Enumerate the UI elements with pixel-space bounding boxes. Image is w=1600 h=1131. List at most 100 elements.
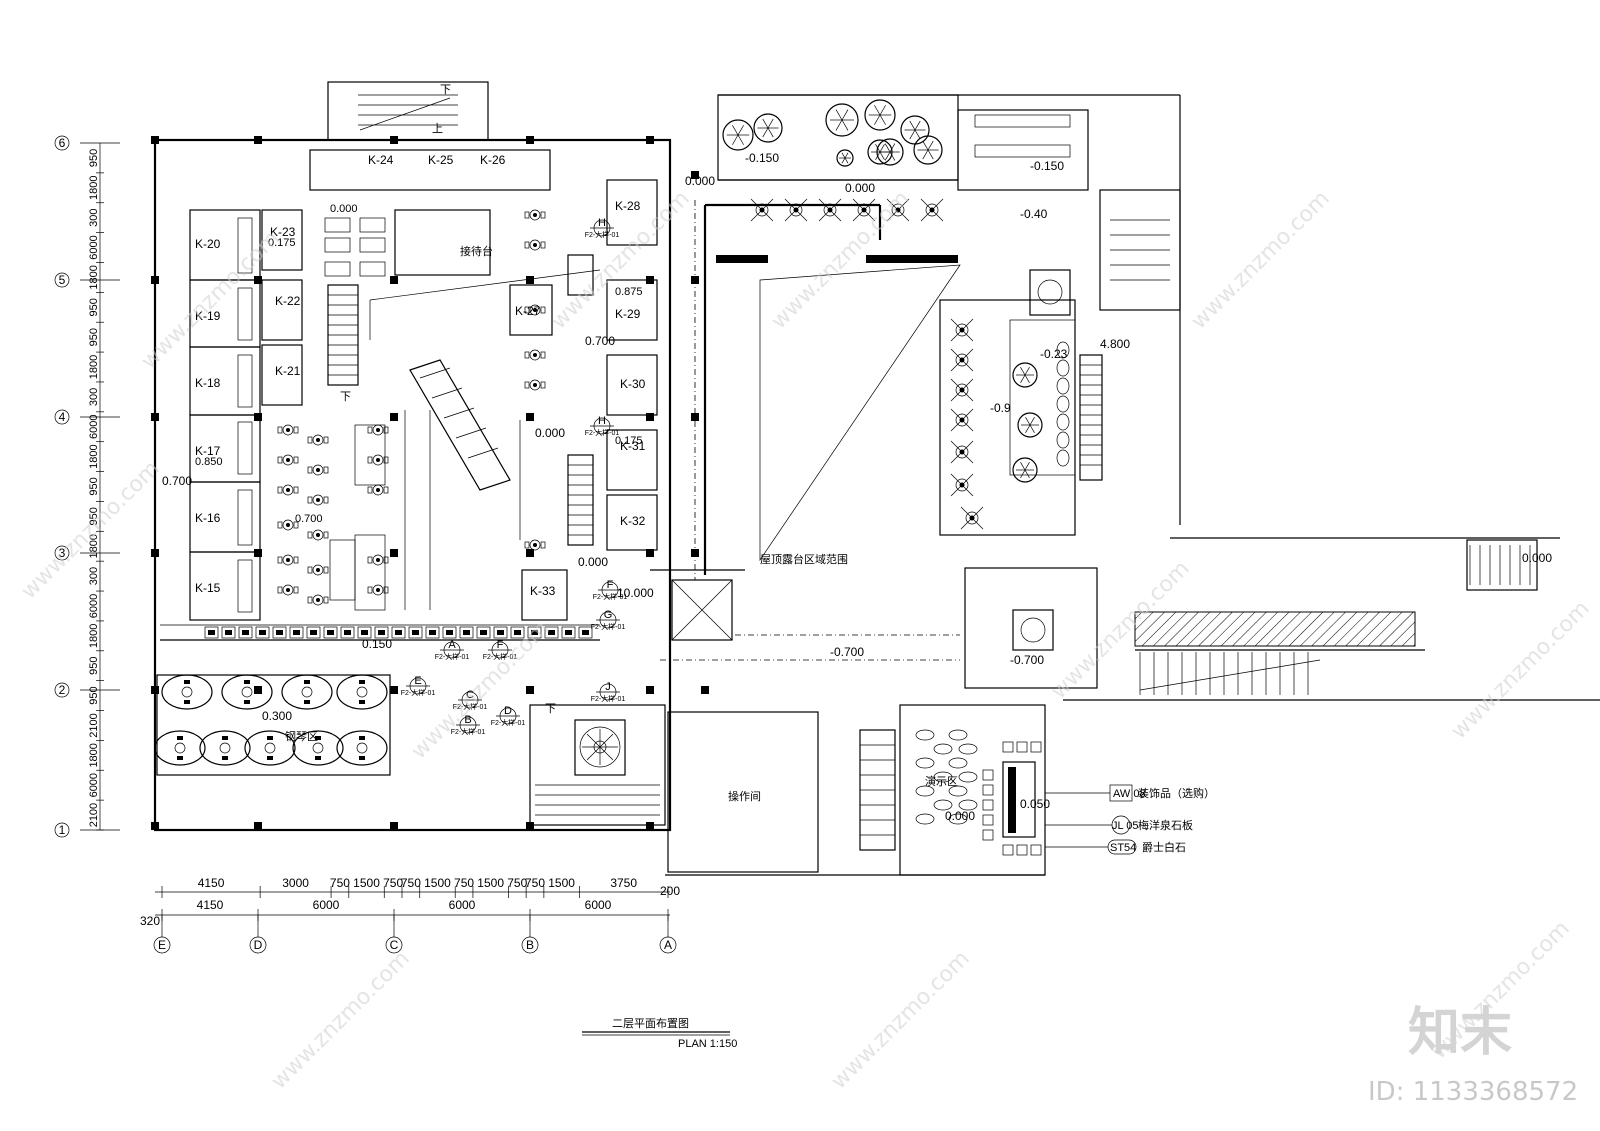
room-k31: K-31 [620,439,646,453]
detail-tag-letter: J [605,681,611,693]
level-0300: 0.300 [262,709,292,723]
stair-mark-down: 下 [440,84,451,96]
axis-bubble-5 [54,272,70,288]
material-legend: AW 08 装饰品（选购） JL 05 梅洋泉石板 ST54 爵士白石 [1045,784,1215,855]
watermark-10: www.znzmo.com [1447,596,1595,744]
level-minus0700-b: -0.700 [1010,653,1044,667]
detail-tag-sheet: F2-大样-01 [593,592,628,601]
level-0875: 0.875 [615,286,643,298]
label-reception: 接待台 [460,244,493,258]
detail-tag-sheet: F2-大样-01 [585,428,620,437]
ktv-rooms-mid: K-23 K-22 K-21 0.175 [261,209,303,406]
bottom-dim2-label: 200 [660,884,680,898]
stair-mark-up: 上 [432,122,443,135]
detail-tag-letter: H [598,415,606,427]
brand-mark: 知末 ID: 1133368572 [1368,1003,1578,1107]
axis-col-b: B [526,938,534,952]
axis-label-6: 6 [59,136,66,150]
top-terrace: -0.150 0.000 0.000 -0.150 -0.40 [685,94,1181,525]
bottom-dim-label: 4150 [198,876,225,890]
left-dim-label: 2100 [88,803,100,827]
detail-tag-sheet: F2-大样-01 [591,622,626,631]
level-4800: 4.800 [1100,337,1130,351]
drawing-title-block: 二层平面布置图 PLAN 1:150 [582,1017,737,1050]
left-dim-label: 6000 [88,415,100,439]
level-0700-a: 0.700 [585,334,615,348]
room-k15: K-15 [195,581,221,595]
room-k26: K-26 [480,153,506,167]
left-dim-label: 6000 [88,594,100,618]
detail-tag-letter: C [466,689,474,701]
bottom-dim-label: 750 [507,876,527,890]
round-booths [154,674,388,766]
left-dim-label: 2100 [88,713,100,737]
left-dim-label: 1800 [88,534,100,558]
bottom-dim-label: 3000 [282,876,309,890]
room-k18: K-18 [195,376,221,390]
level-0000-c: 0.000 [578,555,608,569]
axis-bubble-3 [54,545,70,561]
left-dim-label: 950 [88,298,100,316]
room-k27: K-27 [515,304,541,318]
watermark-8: www.znzmo.com [1187,186,1335,334]
level-0000-a: 0.000 [330,203,358,215]
detail-tag-sheet: F2-大样-01 [453,702,488,711]
detail-tag-letter: G [604,609,613,621]
bottom-dim-label: 3750 [610,876,637,890]
drawing-scale: PLAN 1:150 [678,1038,737,1050]
detail-tag-sheet: F2-大样-01 [401,688,436,697]
axis-bubble-1 [54,822,70,838]
axis-label-5: 5 [59,273,66,287]
level-0850: 0.850 [195,456,223,468]
lounge-tables [277,209,546,611]
detail-tag-letter: D [504,705,512,717]
left-dim-label: 6000 [88,235,100,259]
label-demo: 演示区 [925,774,958,788]
axis-col-a: A [664,938,672,952]
left-dim-label: 950 [88,657,100,675]
level-0000-g: 0.050 [1020,797,1050,811]
detail-tag-letter: E [414,675,421,687]
left-dim-label: 950 [88,149,100,167]
bottom-dim-label: 750 [525,876,545,890]
axis-col-c: C [390,938,399,952]
room-k21: K-21 [275,364,301,378]
detail-tag-letter: F [497,639,504,651]
brand-id: ID: 1133368572 [1368,1077,1578,1107]
room-k33: K-33 [530,584,556,598]
label-roof-terrace: 屋顶露台区域范围 [760,552,848,566]
detail-tag-sheet: F2-大样-01 [585,230,620,239]
axis-col-e: E [158,938,166,952]
stair-mark-down-3: 下 [545,703,556,715]
level-10000: 10.000 [617,586,654,600]
left-dim-label: 950 [88,477,100,495]
bottom-dim-label: 750 [401,876,421,890]
legend-code-jl: JL 05 [1112,820,1139,832]
ktv-rooms-right: K-28 K-27 0.875 K-29 0.700 K-30 K-31 0.1… [509,179,658,621]
left-building: 下 上 K-20 K-19 K-18 K-17 K-16 K-15 [151,81,709,832]
detail-tag-letter: A [448,639,456,651]
grid-column-axes: E D C B A [153,915,677,954]
room-k19: K-19 [195,309,221,323]
left-dim-label: 300 [88,388,100,406]
level-0000-f: 0.000 [1522,551,1552,565]
left-dim-label: 950 [88,686,100,704]
level-minus0700-a: -0.700 [830,645,864,659]
left-dim-label: 1800 [88,355,100,379]
bottom-dim-label: 750 [383,876,403,890]
room-k23: K-23 [270,225,296,239]
bottom-dim-label: 750 [330,876,350,890]
bottom-dim2-label: 6000 [585,898,612,912]
axis-label-2: 2 [59,683,66,697]
detail-tag-letter: B [464,714,471,726]
watermark-7: www.znzmo.com [827,946,975,1094]
label-operation: 操作间 [728,789,761,803]
detail-tag-letter: F [607,579,614,591]
level-0175-b: 0.175 [615,435,643,447]
room-k24: K-24 [368,153,394,167]
detail-tag-letter: H [598,217,606,229]
room-k16: K-16 [195,511,221,525]
